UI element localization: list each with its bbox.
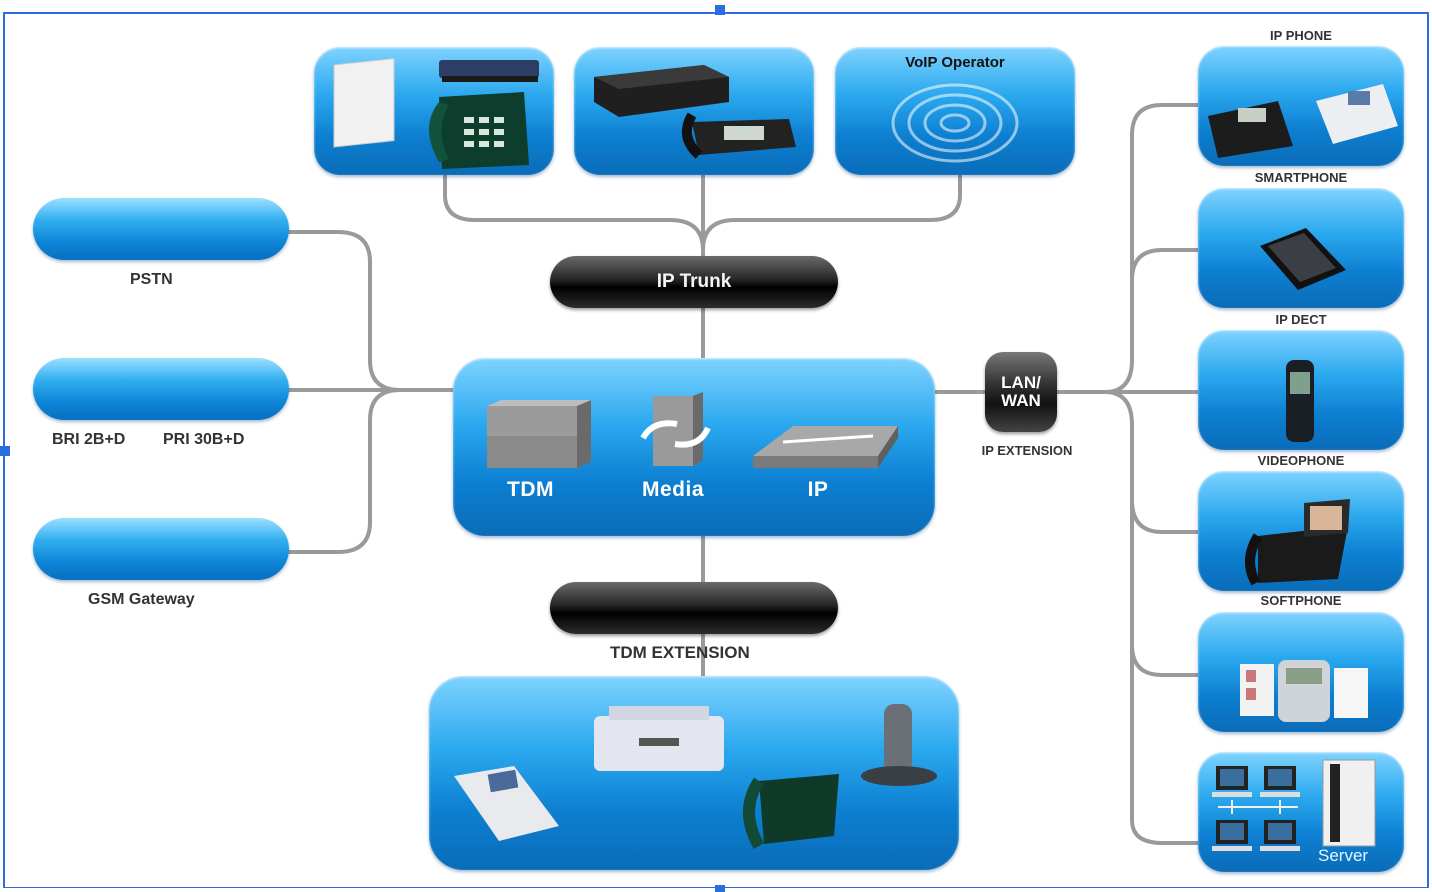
softphone-label: SOFTPHONE <box>1260 593 1342 608</box>
tdm-devices-node <box>429 676 959 870</box>
ip-label: IP <box>807 478 829 501</box>
ip-phone-node <box>1198 46 1404 166</box>
voip-swirl-icon <box>891 83 1019 163</box>
tdm-extension-label: TDM EXTENSION <box>610 643 750 662</box>
pri-label: PRI 30B+D <box>163 431 245 448</box>
gateway-device-icon <box>594 65 796 159</box>
gateway-phone-node <box>574 47 814 175</box>
pstn-label: PSTN <box>130 271 173 288</box>
ip-dect-node <box>1198 330 1404 450</box>
videophone-node <box>1198 471 1404 591</box>
media-label: Media <box>641 478 704 501</box>
core-modules-icon <box>487 392 898 468</box>
smartphone-node <box>1198 188 1404 308</box>
voip-operator-node: VoIP Operator <box>835 47 1075 175</box>
wan-label: WAN <box>1001 391 1041 410</box>
smartphone-label: SMARTPHONE <box>1254 170 1348 185</box>
ip-trunk-node: IP Trunk <box>550 256 838 308</box>
pbx-equipment-icon <box>333 58 539 169</box>
softphone-node <box>1198 612 1404 732</box>
ip-dect-icon <box>1286 360 1314 442</box>
softphone-icon <box>1240 660 1368 722</box>
resize-handle-bottom[interactable] <box>715 885 725 892</box>
ip-phone-icon <box>1208 84 1398 158</box>
isdn-node <box>33 358 289 420</box>
tdm-label: TDM <box>507 478 554 501</box>
ip-trunk-label: IP Trunk <box>656 271 732 292</box>
resize-handle-left[interactable] <box>0 446 10 456</box>
bri-label: BRI 2B+D <box>52 431 126 448</box>
ip-dect-label: IP DECT <box>1275 312 1327 327</box>
server-label: Server <box>1318 846 1369 865</box>
videophone-label: VIDEOPHONE <box>1257 453 1345 468</box>
pbx-phone-node <box>314 47 554 175</box>
ip-phone-label: IP PHONE <box>1270 28 1332 43</box>
lan-label: LAN/ <box>1001 373 1041 392</box>
voip-operator-label: VoIP Operator <box>905 54 1005 71</box>
analog-devices-icon <box>454 704 937 849</box>
gsm-gateway-node <box>33 518 289 580</box>
tdm-extension-node <box>550 582 838 634</box>
computers-server-icon <box>1212 759 1376 851</box>
gsm-gateway-label: GSM Gateway <box>88 591 195 608</box>
pstn-node <box>33 198 289 260</box>
smartphone-icon <box>1260 228 1346 290</box>
pbx-core-node: TDM Media IP <box>453 358 935 536</box>
server-node: Server <box>1198 752 1404 872</box>
videophone-icon <box>1245 499 1350 586</box>
lan-wan-node: LAN/ WAN <box>985 352 1057 432</box>
ip-extension-label: IP EXTENSION <box>981 443 1073 458</box>
resize-handle-top[interactable] <box>715 5 725 15</box>
